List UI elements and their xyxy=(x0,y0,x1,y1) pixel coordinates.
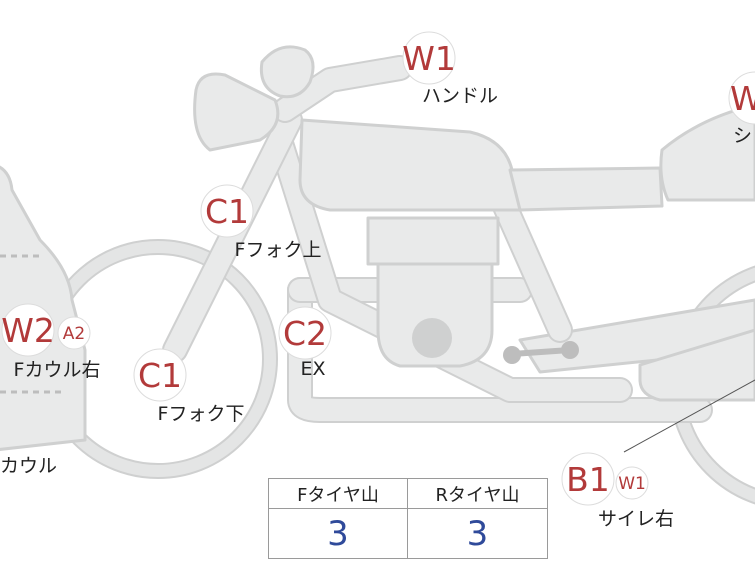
marker-label: Fフォク上 xyxy=(235,239,322,261)
marker-code: W2 xyxy=(1,311,55,350)
marker-c2-exhaust[interactable]: C2 EX xyxy=(278,306,332,380)
marker-c1-fork-upper[interactable]: C1 Fフォク上 xyxy=(200,184,322,261)
marker-w2-cowl-right[interactable]: W2 A2 Fカウル右 xyxy=(1,303,101,381)
marker-label: サイレ右 xyxy=(598,508,674,530)
handlebar xyxy=(259,45,413,123)
silencer-leader-line xyxy=(623,379,755,453)
marker-label: Fカウル右 xyxy=(14,359,101,381)
marker-w-seat[interactable]: W シ xyxy=(728,71,755,147)
seat xyxy=(508,166,664,212)
footrest xyxy=(503,341,579,364)
engine-top xyxy=(366,216,500,266)
marker-code: C2 xyxy=(283,314,327,353)
marker-label: Fフォク下 xyxy=(158,403,245,425)
marker-code: W xyxy=(730,79,755,118)
marker-cowl-left[interactable]: カウル xyxy=(0,455,57,477)
marker-label: ハンドル xyxy=(422,85,498,107)
engine-cover xyxy=(412,318,452,358)
rear-tire-tread-value[interactable]: 3 xyxy=(466,513,489,554)
marker-code: B1 xyxy=(566,460,610,499)
front-tire-tread-value[interactable]: 3 xyxy=(269,509,408,558)
rear-tire-tread-header: Rタイヤ山 xyxy=(408,479,547,509)
front-tire-tread-header: Fタイヤ山 xyxy=(269,479,408,509)
marker-label: シ xyxy=(733,125,752,147)
marker-code: C1 xyxy=(138,356,182,395)
marker-label: EX xyxy=(300,358,325,380)
marker-sub-code: W1 xyxy=(618,474,646,494)
engine-body xyxy=(376,262,494,368)
marker-code: C1 xyxy=(205,192,249,231)
front-cowl xyxy=(0,165,87,451)
marker-label: カウル xyxy=(0,455,57,477)
marker-b1-silencer-right[interactable]: B1 W1 サイレ右 xyxy=(561,452,674,530)
fuel-tank xyxy=(298,118,522,212)
silencer xyxy=(638,328,755,402)
marker-c1-fork-lower[interactable]: C1 Fフォク下 xyxy=(133,348,245,425)
tire-tread-table: Fタイヤ山 Rタイヤ山 3 3 xyxy=(268,478,548,559)
marker-sub-code: A2 xyxy=(63,324,85,344)
marker-w1-handle[interactable]: W1 ハンドル xyxy=(402,31,498,107)
marker-code: W1 xyxy=(402,39,456,78)
headlight xyxy=(193,72,280,152)
